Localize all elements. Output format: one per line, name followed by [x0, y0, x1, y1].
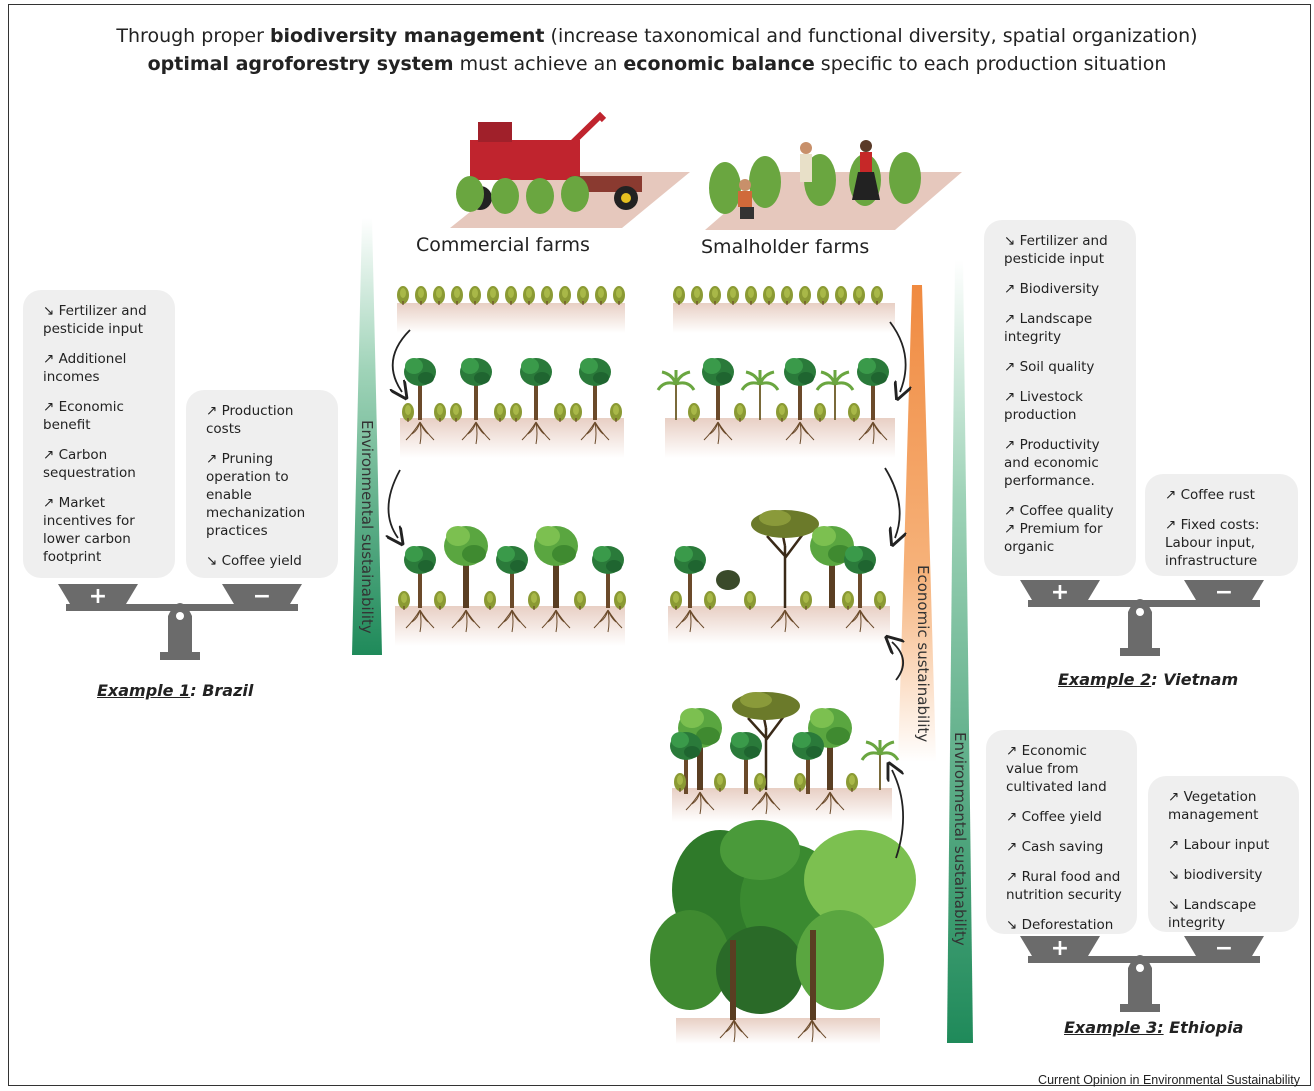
vietnam-benefit-item: ↗ Productivity and economic performance. [1004, 437, 1100, 489]
svg-text:+: + [89, 584, 107, 609]
arrow-up-1 [892, 770, 903, 859]
journal-credit: Current Opinion in Environmental Sustain… [1038, 1073, 1300, 1087]
figure-frame [8, 4, 1311, 1086]
smallholder-stage-shaded [656, 358, 895, 458]
brazil-cost-item: ↗ Pruning operation to enable mechanizat… [206, 451, 306, 539]
ethiopia-benefit-item: ↗ Economic value from cultivated land [1006, 743, 1107, 795]
vietnam-benefit-item: ↗ Livestock production [1004, 389, 1083, 423]
example-brazil-label: Example 1: Brazil [97, 681, 254, 700]
economic-sustainability-label: Economic sustainability [914, 565, 932, 742]
vietnam-benefits-box: ↘ Fertilizer and pesticide input ↗ Biodi… [984, 220, 1136, 576]
economic-sustainability-bar [898, 285, 936, 762]
commercial-farms-label: Commercial farms [416, 234, 590, 256]
tractor-harvester-illustration [450, 111, 690, 228]
smallholder-stage-agroforest [668, 508, 890, 644]
commercial-stage-monoculture [397, 286, 625, 333]
vietnam-benefit-item: ↗ Landscape integrity [1004, 311, 1093, 345]
transition-arrows [388, 321, 906, 859]
svg-text:−: − [1215, 936, 1233, 961]
ethiopia-cost-item: ↗ Labour input [1168, 837, 1270, 853]
arrow-commercial-2 [388, 469, 400, 538]
vietnam-benefit-item: ↗ Biodiversity [1004, 281, 1100, 297]
smallholder-stage-forest [650, 820, 916, 1044]
brazil-benefit-item: ↗ Market incentives for lower carbon foo… [43, 495, 135, 565]
ethiopia-benefit-item: ↗ Rural food and nutrition security [1006, 869, 1122, 903]
vietnam-cost-item: ↗ Coffee rust [1165, 487, 1255, 503]
smallholder-farms-label: Smalholder farms [701, 236, 870, 258]
brazil-cost-item: ↗ Production costs [206, 403, 294, 437]
smallholder-stage-monoculture [673, 286, 895, 333]
svg-text:+: + [1051, 580, 1069, 605]
ethiopia-cost-item: ↗ Vegetation management [1168, 789, 1259, 823]
env-sustainability-label-right: Environmental sustainability [951, 732, 969, 946]
vietnam-benefit-item: ↗ Coffee quality ↗ Premium for organic [1004, 503, 1114, 555]
scale-brazil: + − [58, 584, 302, 660]
brazil-benefits-box: ↘ Fertilizer and pesticide input ↗ Addit… [23, 290, 175, 578]
vietnam-costs-box: ↗ Coffee rust ↗ Fixed costs: Labour inpu… [1145, 474, 1298, 576]
header-line-1: Through proper biodiversity management (… [116, 25, 1198, 47]
env-sustainability-bar-left [352, 218, 382, 655]
brazil-benefit-item: ↗ Additionel incomes [43, 351, 127, 385]
example-ethiopia-label: Example 3: Ethiopia [1064, 1018, 1244, 1037]
smallholder-stage-dense-agroforest [670, 690, 900, 822]
env-sustainability-label-left: Environmental sustainability [358, 420, 376, 634]
arrow-smallholder-1 [889, 321, 906, 392]
brazil-cost-item: ↘ Coffee yield [206, 553, 302, 569]
smallholder-farmers-illustration [705, 140, 962, 230]
arrow-up-2 [892, 642, 903, 681]
ethiopia-costs-box: ↗ Vegetation management ↗ Labour input ↘… [1148, 776, 1299, 932]
svg-text:−: − [1215, 580, 1233, 605]
ethiopia-benefit-item: ↘ Deforestation [1006, 917, 1114, 933]
vietnam-cost-item: ↗ Fixed costs: Labour input, infrastruct… [1165, 517, 1260, 569]
brazil-benefit-item: ↘ Fertilizer and pesticide input [43, 303, 147, 337]
header-line-2: optimal agroforestry system must achieve… [147, 53, 1167, 75]
figure-header: Through proper biodiversity management (… [0, 22, 1314, 78]
commercial-stage-diverse [395, 526, 626, 646]
arrow-smallholder-2 [884, 467, 900, 538]
brazil-benefit-item: ↗ Carbon sequestration [43, 447, 136, 481]
svg-text:+: + [1051, 936, 1069, 961]
commercial-stage-shaded [400, 358, 624, 458]
ethiopia-cost-item: ↘ biodiversity [1168, 867, 1263, 883]
env-sustainability-bar-right [947, 260, 973, 1043]
arrow-commercial-1 [393, 329, 411, 392]
brazil-benefit-item: ↗ Economic benefit [43, 399, 124, 433]
ethiopia-benefit-item: ↗ Cash saving [1006, 839, 1104, 855]
vietnam-benefit-item: ↗ Soil quality [1004, 359, 1095, 375]
example-vietnam-label: Example 2: Vietnam [1058, 670, 1239, 689]
scale-ethiopia: + − [1020, 936, 1264, 1012]
brazil-costs-box: ↗ Production costs ↗ Pruning operation t… [186, 390, 338, 578]
ethiopia-benefits-box: ↗ Economic value from cultivated land ↗ … [986, 730, 1137, 934]
ethiopia-cost-item: ↘ Landscape integrity [1168, 897, 1257, 931]
scale-vietnam: + − [1020, 580, 1264, 656]
coffee-row-commercial [397, 286, 625, 305]
vietnam-benefit-item: ↘ Fertilizer and pesticide input [1004, 233, 1108, 267]
ethiopia-benefit-item: ↗ Coffee yield [1006, 809, 1102, 825]
svg-text:−: − [253, 584, 271, 609]
